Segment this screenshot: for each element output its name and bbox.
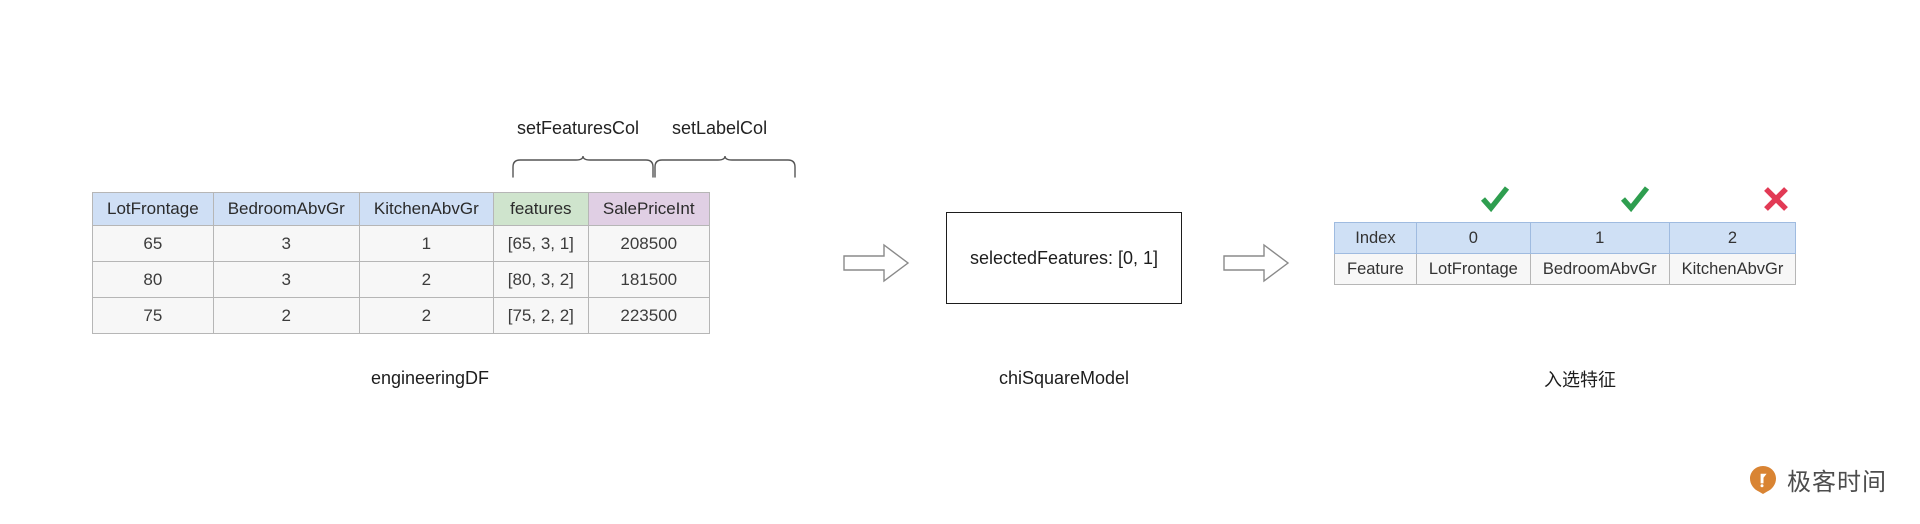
selected-features-text: selectedFeatures: [0, 1]	[969, 247, 1159, 268]
cell-bedroomabvgr: 3	[212, 261, 360, 298]
column-header-kitchenabvgr: KitchenAbvGr	[358, 192, 494, 226]
cross-icon-kitchenabvgr	[1759, 182, 1793, 216]
selected-features-index-row: Index 0 1 2	[1334, 222, 1797, 254]
feature-cell-2: KitchenAbvGr	[1668, 253, 1797, 285]
cell-features: [75, 2, 2]	[492, 297, 589, 334]
cell-kitchenabvgr: 2	[358, 297, 494, 334]
caption-chisquaremodel: chiSquareModel	[998, 368, 1130, 388]
table-row: 80 3 2 [80, 3, 2] 181500	[92, 261, 710, 298]
selected-features-feature-row: Feature LotFrontage BedroomAbvGr Kitchen…	[1334, 253, 1797, 285]
cell-kitchenabvgr: 2	[358, 261, 494, 298]
cell-lotfrontage: 65	[92, 225, 214, 262]
index-cell-2: 2	[1668, 222, 1797, 254]
engineering-df-table: LotFrontage BedroomAbvGr KitchenAbvGr fe…	[92, 192, 710, 334]
caption-engineeringdf: engineeringDF	[370, 368, 490, 388]
table-row: 65 3 1 [65, 3, 1] 208500	[92, 225, 710, 262]
selected-features-table: Index 0 1 2 Feature LotFrontage BedroomA…	[1334, 222, 1797, 285]
cell-salepriceint: 208500	[587, 225, 710, 262]
column-header-features: features	[492, 192, 589, 226]
flow-arrow-2	[1222, 243, 1290, 283]
index-cell-1: 1	[1529, 222, 1670, 254]
cell-lotfrontage: 80	[92, 261, 214, 298]
geektime-logo-icon	[1748, 465, 1778, 495]
chisquare-model-box: selectedFeatures: [0, 1]	[946, 212, 1182, 304]
cell-kitchenabvgr: 1	[358, 225, 494, 262]
check-icon-bedroomabvgr	[1618, 182, 1652, 216]
flow-arrow-1	[842, 243, 910, 283]
row-label-feature: Feature	[1334, 253, 1417, 285]
brace-label-setlabelcol: setLabelCol	[672, 118, 768, 138]
cell-bedroomabvgr: 3	[212, 225, 360, 262]
cell-features: [80, 3, 2]	[492, 261, 589, 298]
cell-lotfrontage: 75	[92, 297, 214, 334]
cell-bedroomabvgr: 2	[212, 297, 360, 334]
row-label-index: Index	[1334, 222, 1417, 254]
brace-label-setfeaturescol: setFeaturesCol	[517, 118, 640, 138]
table-row: 75 2 2 [75, 2, 2] 223500	[92, 297, 710, 334]
cell-salepriceint: 223500	[587, 297, 710, 334]
index-cell-0: 0	[1415, 222, 1531, 254]
column-header-bedroomabvgr: BedroomAbvGr	[212, 192, 360, 226]
brand-logo: 极客时间	[1748, 462, 1887, 497]
brace-setlabelcol	[654, 155, 796, 178]
column-header-salepriceint: SalePriceInt	[587, 192, 710, 226]
cell-salepriceint: 181500	[587, 261, 710, 298]
column-header-lotfrontage: LotFrontage	[92, 192, 214, 226]
cell-features: [65, 3, 1]	[492, 225, 589, 262]
caption-selected-features: 入选特征	[1544, 370, 1616, 390]
table-header-row: LotFrontage BedroomAbvGr KitchenAbvGr fe…	[92, 192, 710, 226]
feature-cell-0: LotFrontage	[1415, 253, 1531, 285]
brand-name: 极客时间	[1787, 468, 1887, 496]
feature-cell-1: BedroomAbvGr	[1529, 253, 1670, 285]
check-icon-lotfrontage	[1478, 182, 1512, 216]
brace-setfeaturescol	[512, 155, 654, 178]
